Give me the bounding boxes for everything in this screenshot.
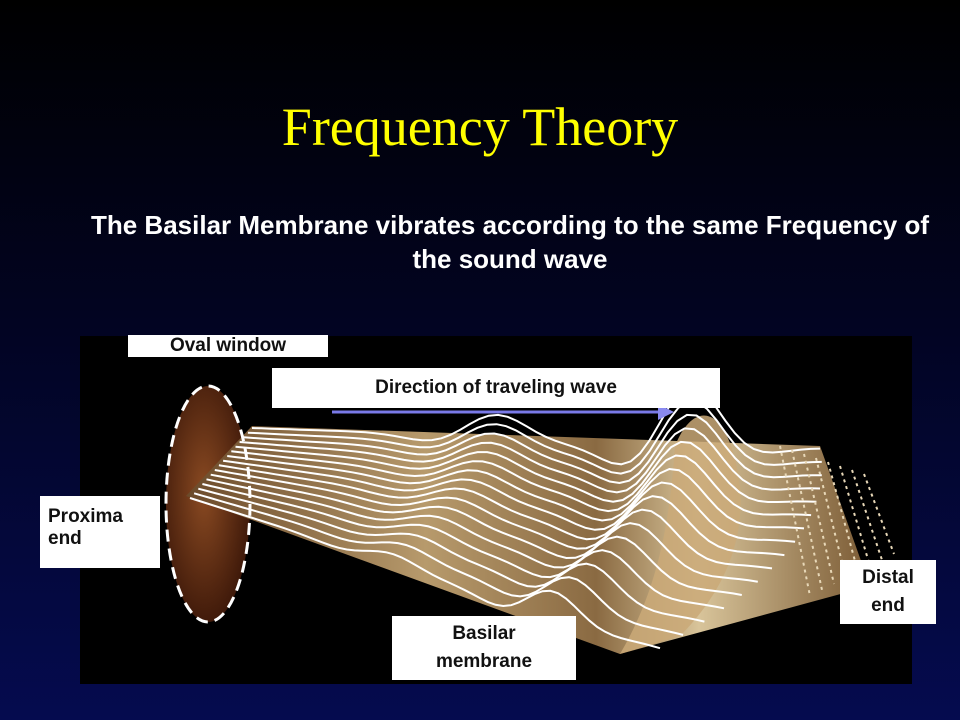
wave-line [214, 469, 773, 570]
distal-tick [779, 445, 811, 597]
slide-subtitle: The Basilar Membrane vibrates according … [90, 210, 930, 274]
distal-tick [827, 461, 859, 573]
wave-line [243, 413, 822, 485]
distal-ticks [779, 445, 895, 597]
membrane-illustration [164, 384, 895, 654]
oval-window-outline [164, 384, 252, 624]
slide-title: Frequency Theory [281, 97, 679, 157]
wave-line [251, 386, 821, 466]
wave-line [210, 473, 758, 583]
distal-tick [851, 469, 883, 561]
wave-line [218, 464, 785, 557]
wave-peak [620, 415, 741, 654]
wave-line [202, 483, 725, 610]
direction-arrow [332, 404, 674, 420]
oval-window-label: Oval window [128, 335, 328, 357]
distal-tick [803, 453, 835, 585]
wave-line [231, 450, 812, 517]
wave-line [206, 478, 742, 596]
wave-line [189, 497, 661, 650]
distal-end-label: Distal end [840, 560, 936, 624]
wave-line [198, 487, 705, 623]
distal-tick [791, 449, 823, 591]
wave-line [227, 455, 805, 530]
wave-line [193, 492, 684, 636]
wave-lines [189, 386, 822, 650]
basilar-membrane-label: Basilar membrane [392, 616, 576, 680]
wave-line [235, 440, 817, 503]
distal-tick [863, 473, 895, 555]
wave-line [222, 459, 796, 543]
wave-line [239, 427, 821, 494]
direction-label: Direction of traveling wave [272, 368, 720, 408]
wave-line [247, 400, 822, 475]
proximal-end-label: Proxima end [40, 496, 160, 568]
